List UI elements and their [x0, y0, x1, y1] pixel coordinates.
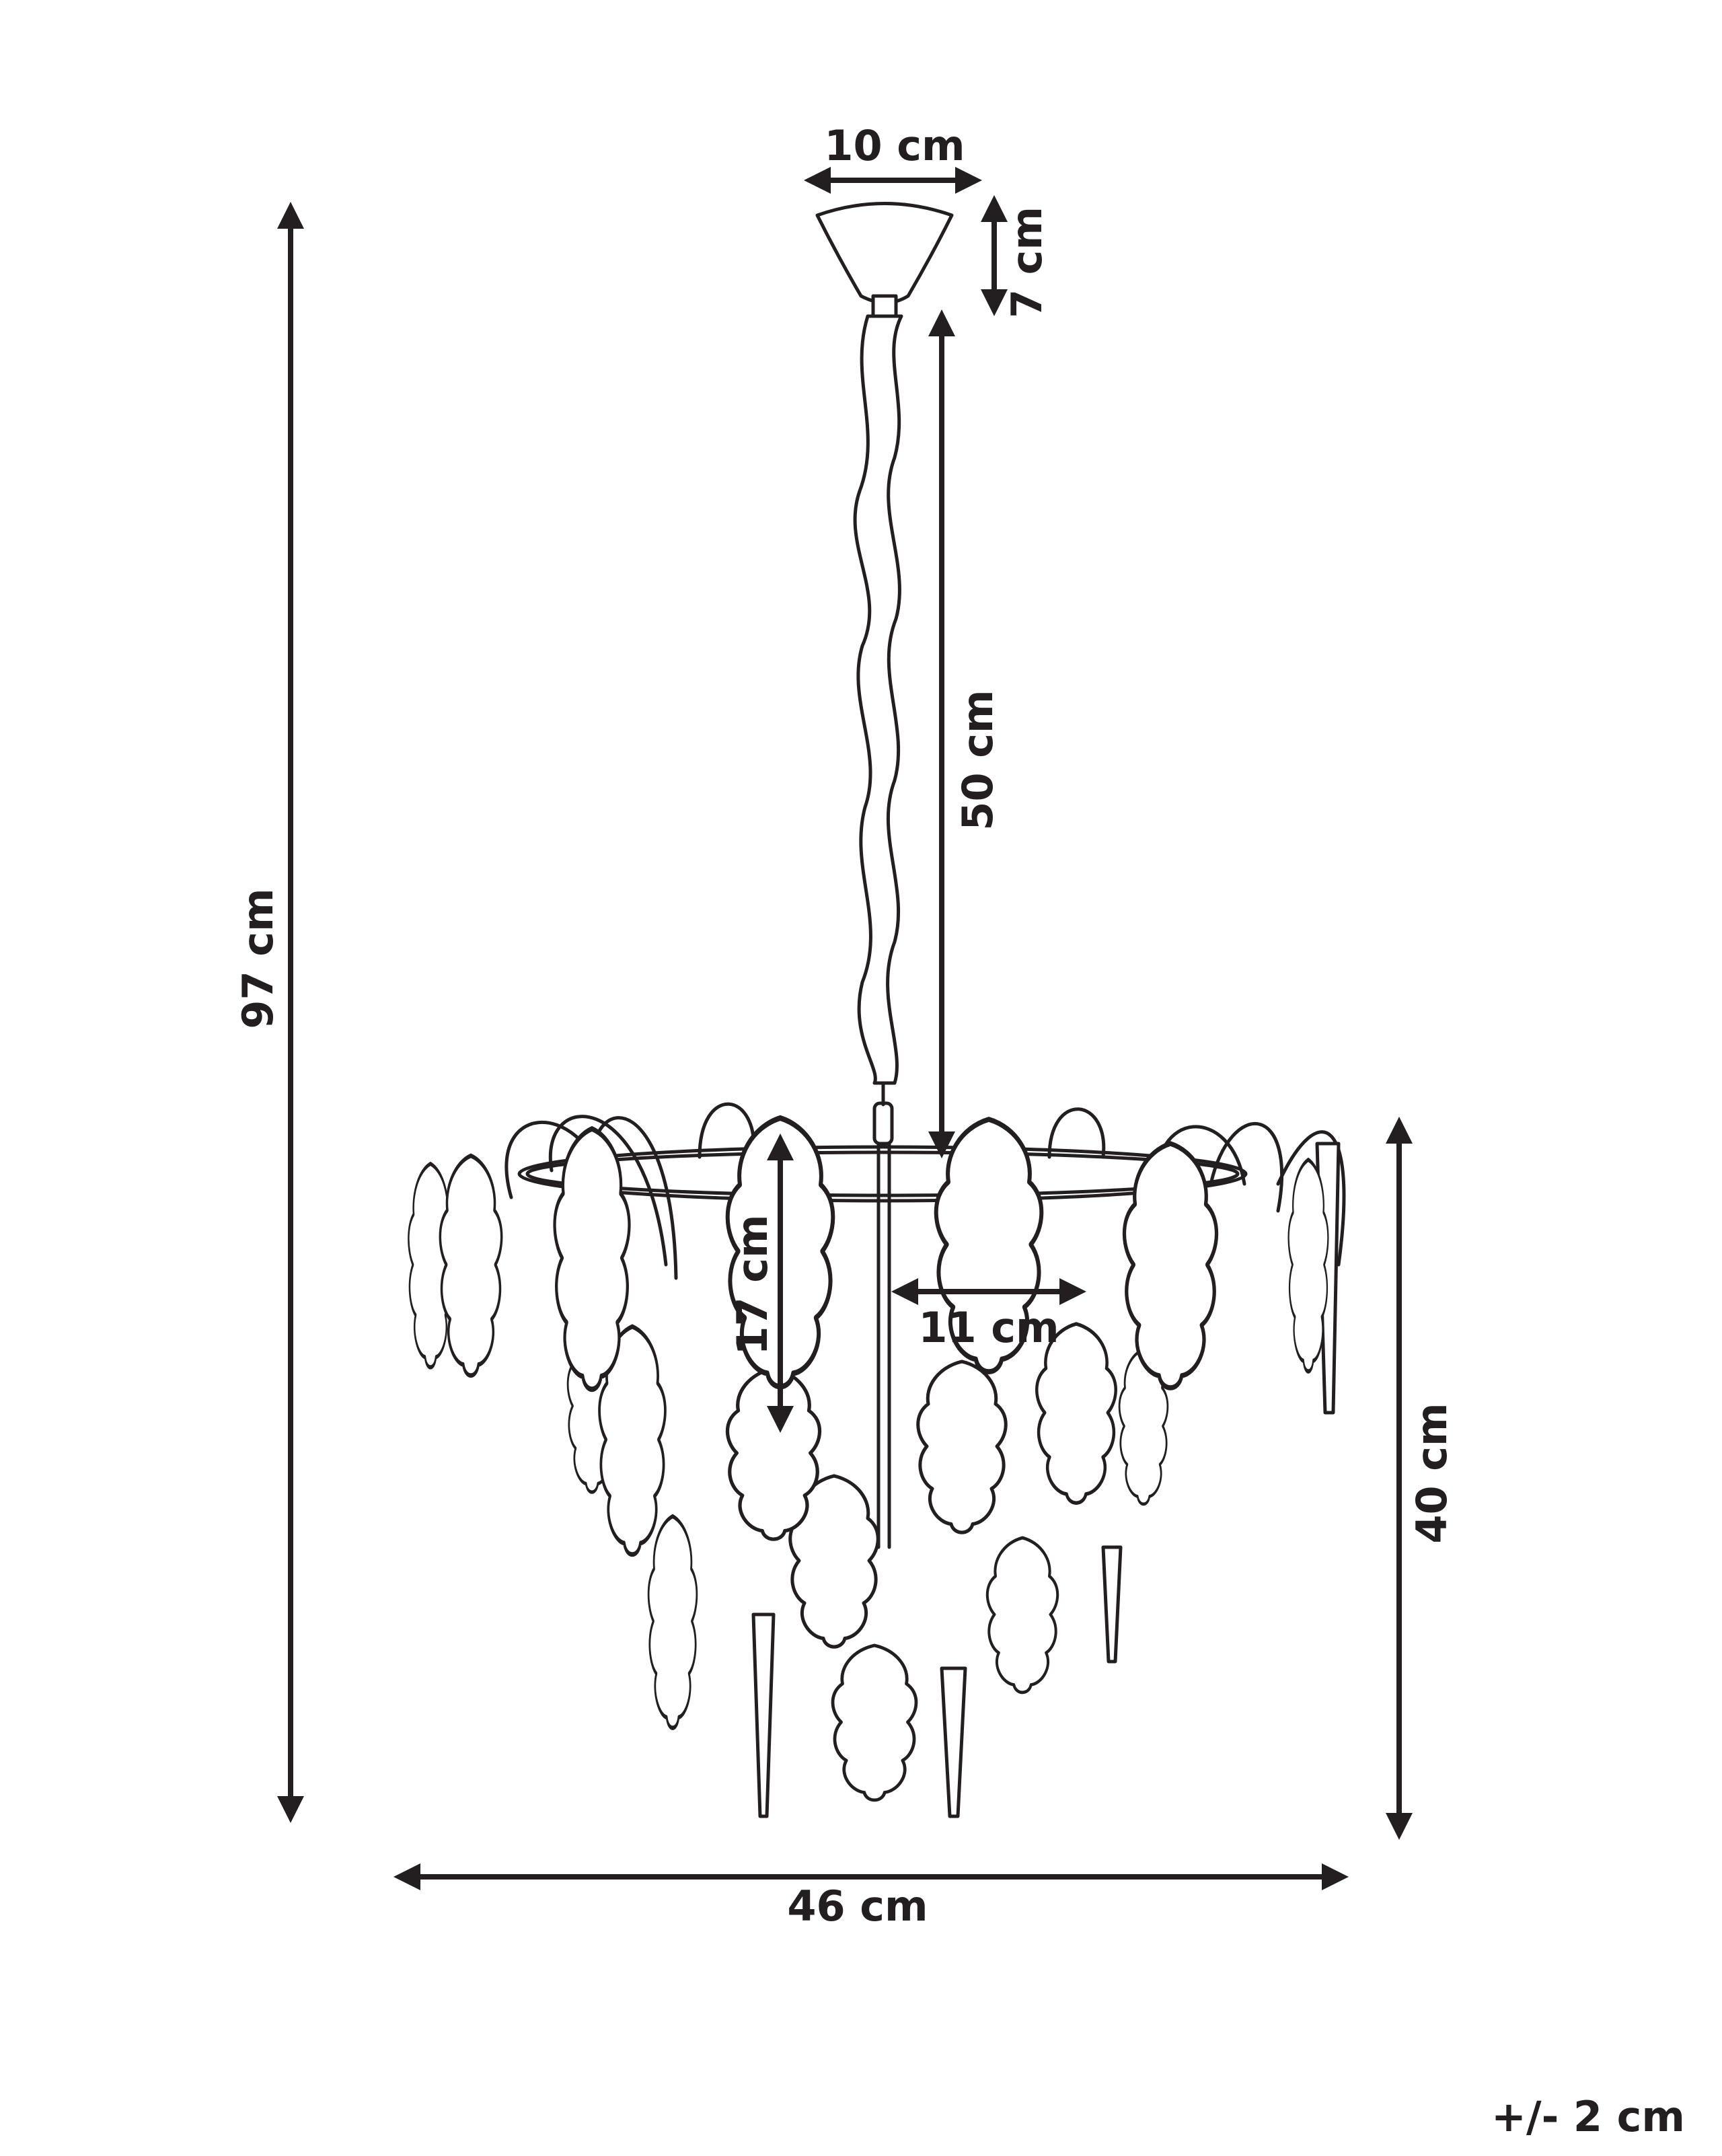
leaf-width-label: 11 cm [918, 1303, 1059, 1352]
dimension-labels: 10 cm 7 cm 50 cm 97 cm 40 cm 46 cm 17 cm… [233, 121, 1685, 2141]
frame-ring [517, 1145, 1248, 1203]
canopy-width-label: 10 cm [824, 121, 965, 170]
glass-leaves [408, 1118, 1328, 1800]
body-width-label: 46 cm [787, 1882, 928, 1931]
body-height-label: 40 cm [1407, 1403, 1456, 1543]
leaf-hooks [504, 1102, 1346, 1280]
chain-length-label: 50 cm [953, 690, 1002, 830]
total-height-label: 97 cm [233, 888, 283, 1029]
ceiling-canopy [815, 202, 954, 318]
canopy-height-label: 7 cm [1002, 207, 1051, 318]
dimension-lines [277, 167, 1413, 1890]
suspension-chain [853, 314, 903, 1549]
leaf-height-label: 17 cm [728, 1214, 777, 1355]
tolerance-label: +/- 2 cm [1491, 2092, 1685, 2141]
